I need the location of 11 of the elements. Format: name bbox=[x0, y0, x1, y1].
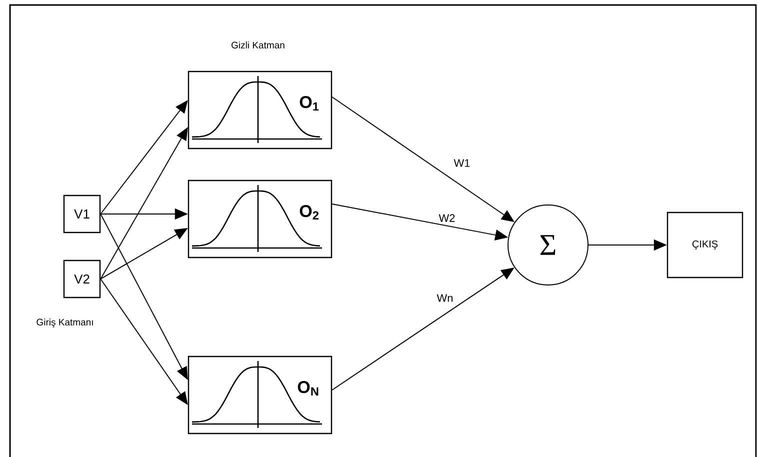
input-box: V2 bbox=[63, 260, 101, 298]
edge-label: W1 bbox=[452, 158, 472, 168]
input-box: V1 bbox=[63, 194, 101, 234]
gaussian-box: O$_{2}$ bbox=[188, 180, 332, 258]
edge-label: W2 bbox=[438, 213, 456, 223]
layer-label: Gizli Katman bbox=[232, 42, 284, 48]
gaussian-box: O$_{N}$ bbox=[188, 356, 332, 434]
layer-label: Giriş Katmanı bbox=[36, 318, 93, 328]
output-box: ÇIKIŞ bbox=[666, 212, 744, 278]
gaussian-box: O$_{1}$ bbox=[188, 70, 332, 150]
edge-label: Wn bbox=[436, 293, 454, 303]
